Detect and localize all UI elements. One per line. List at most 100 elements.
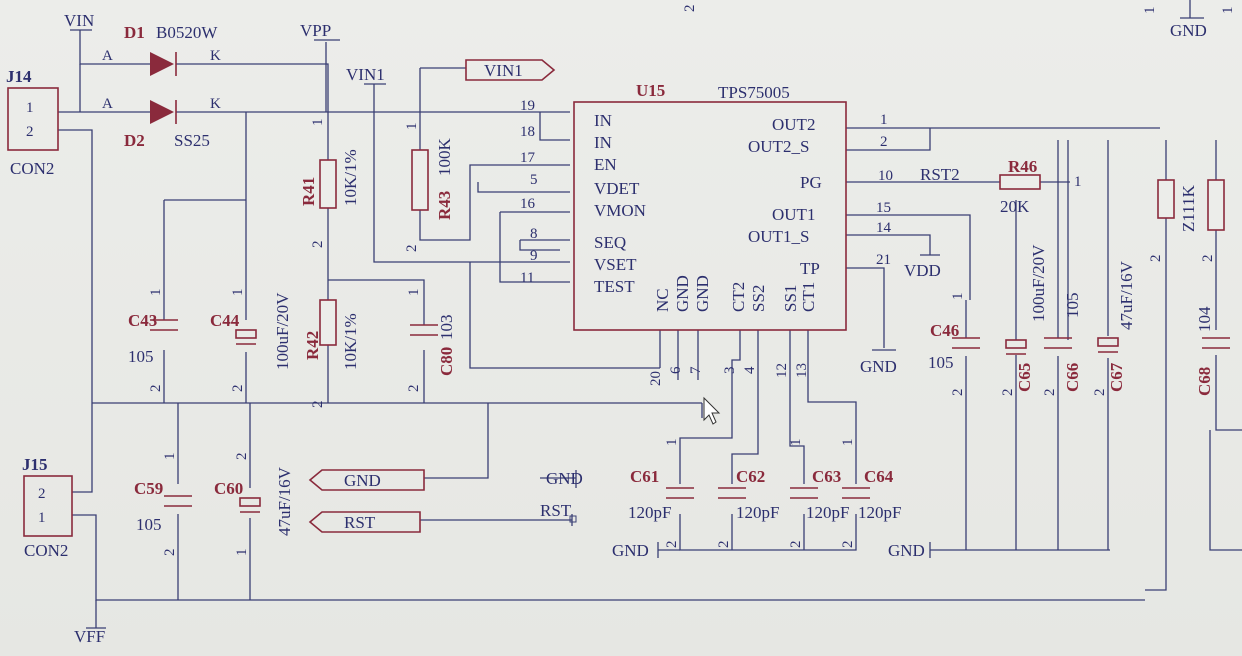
r43-pin1: 1 <box>404 123 420 131</box>
c43-ref: C43 <box>128 311 157 330</box>
rst-port-label: RST <box>344 513 376 532</box>
u15-pin-num-17: 17 <box>520 150 536 166</box>
gnd-port: GND <box>308 469 425 491</box>
u15-pin-num-6: 6 <box>668 366 684 374</box>
vin1-label: VIN1 <box>346 65 385 84</box>
capacitor-c46: C46 105 1 2 <box>928 293 980 396</box>
c63-ref: C63 <box>812 467 841 486</box>
capacitor-c59: C59 105 1 2 <box>134 453 192 556</box>
u15-pin-num-1: 1 <box>880 112 888 128</box>
u15-pin-en: EN <box>594 155 617 174</box>
u15-pin-tp: TP <box>800 259 820 278</box>
u15-pin-num-13: 13 <box>794 363 810 378</box>
c61-pin1: 1 <box>664 439 680 447</box>
r46-pin1: 1 <box>1074 174 1082 190</box>
gnd-label-top: GND <box>1170 21 1207 40</box>
vin-label: VIN <box>64 11 94 30</box>
mouse-cursor-icon <box>703 396 721 425</box>
u15-pin-out2: OUT2 <box>772 115 815 134</box>
power-labels: VIN VPP VIN1 GND VDD GND VFF GND GND GND… <box>64 11 1207 646</box>
u15-pin-vmon: VMON <box>594 201 646 220</box>
j15-ref: J15 <box>22 455 48 474</box>
vff-label: VFF <box>74 627 105 646</box>
c65-value: 100uF/20V <box>1029 244 1048 322</box>
c80-pin1: 1 <box>406 289 422 297</box>
c64-pin1: 1 <box>840 439 856 447</box>
d2-ref: D2 <box>124 131 145 150</box>
c65-ref: C65 <box>1015 363 1034 392</box>
j15-body <box>23 475 73 537</box>
c67-ref: C67 <box>1107 362 1126 392</box>
r42-value: 10K/1% <box>341 313 360 370</box>
u15-pin-nc: NC <box>653 288 672 312</box>
u15-pin-num-20: 20 <box>648 371 664 386</box>
u15-body <box>573 101 847 331</box>
u15-part: TPS75005 <box>718 83 790 102</box>
capacitor-c66: C66 105 2 <box>1042 293 1082 397</box>
u15-pin-num-3: 3 <box>722 367 738 375</box>
r43-pin2: 2 <box>404 245 420 253</box>
c44-pin1: 1 <box>230 289 246 297</box>
c61-pin2: 2 <box>664 541 680 549</box>
c43-pin1: 1 <box>148 289 164 297</box>
c80-ref: C80 <box>437 347 456 376</box>
d1-part: B0520W <box>156 23 218 42</box>
r42-ref: R42 <box>303 331 322 360</box>
c44-ref: C44 <box>210 311 240 330</box>
c67-pin2: 2 <box>1092 389 1108 397</box>
c66-pin2: 2 <box>1042 389 1058 397</box>
diode-d2: A K D2 SS25 <box>102 96 221 150</box>
u15-pin-out1s: OUT1_S <box>748 227 809 246</box>
edge-mark-1b: 1 <box>1220 7 1236 15</box>
c62-value: 120pF <box>736 503 779 522</box>
d2-cathode: K <box>210 96 221 112</box>
u15-pin-num-8: 8 <box>530 226 538 242</box>
capacitor-c60: C60 47uF/16V 2 1 <box>214 453 294 557</box>
d1-ref: D1 <box>124 23 145 42</box>
vin1-port-label: VIN1 <box>484 61 523 80</box>
u15-pin-num-12: 12 <box>774 363 790 378</box>
resistor-z111: Z111K 2 <box>1148 179 1198 262</box>
capacitor-c68: C68 104 <box>1195 306 1230 396</box>
j14-pin-2: 2 <box>26 124 34 140</box>
capacitor-c43: C43 105 1 2 <box>128 289 178 392</box>
c60-pin1: 1 <box>234 549 250 557</box>
u15-pin-num-19: 19 <box>520 98 535 114</box>
c67-value: 47uF/16V <box>1117 260 1136 330</box>
r41-pin2: 2 <box>310 241 326 249</box>
c60-value: 47uF/16V <box>275 466 294 536</box>
diode-d1: D1 B0520W A K <box>102 23 221 76</box>
d2-anode: A <box>102 96 113 112</box>
u15-pin-num-4: 4 <box>742 366 758 374</box>
r43-value: 100K <box>435 138 454 177</box>
u15-pin-num-21: 21 <box>876 252 891 268</box>
u15-pin-in-2: IN <box>594 133 612 152</box>
capacitor-c67: C67 47uF/16V 2 <box>1092 260 1136 396</box>
capacitor-c64: C64 120pF 1 2 <box>840 439 901 549</box>
u15-pin-out1: OUT1 <box>772 205 815 224</box>
j14-ref: J14 <box>6 67 32 86</box>
c59-ref: C59 <box>134 479 163 498</box>
c60-pin2: 2 <box>234 453 250 461</box>
capacitor-c80: C80 103 1 2 <box>406 289 456 393</box>
rst-port: RST <box>308 511 421 533</box>
u15-ref: U15 <box>636 81 665 100</box>
capacitor-c44: C44 100uF/20V 1 2 <box>210 289 292 393</box>
gnd-port-label: GND <box>344 471 381 490</box>
j15-pin-2: 2 <box>38 486 46 502</box>
c66-ref: C66 <box>1063 363 1082 392</box>
c68-ref: C68 <box>1195 367 1214 396</box>
c43-value: 105 <box>128 347 154 366</box>
resistor-right-edge: 2 <box>1200 179 1225 262</box>
c63-pin2: 2 <box>788 541 804 549</box>
u15-pin-ct2: CT2 <box>729 282 748 312</box>
vin1-port: VIN1 <box>465 59 556 81</box>
u15-pin-num-9: 9 <box>530 248 538 264</box>
u15-pin-num-2: 2 <box>880 134 888 150</box>
c63-value: 120pF <box>806 503 849 522</box>
u15-pin-num-18: 18 <box>520 124 535 140</box>
vdd-label: VDD <box>904 261 941 280</box>
u15-pin-gnd-1: GND <box>673 275 692 312</box>
resistor-r42: R42 10K/1% 2 <box>303 299 360 408</box>
